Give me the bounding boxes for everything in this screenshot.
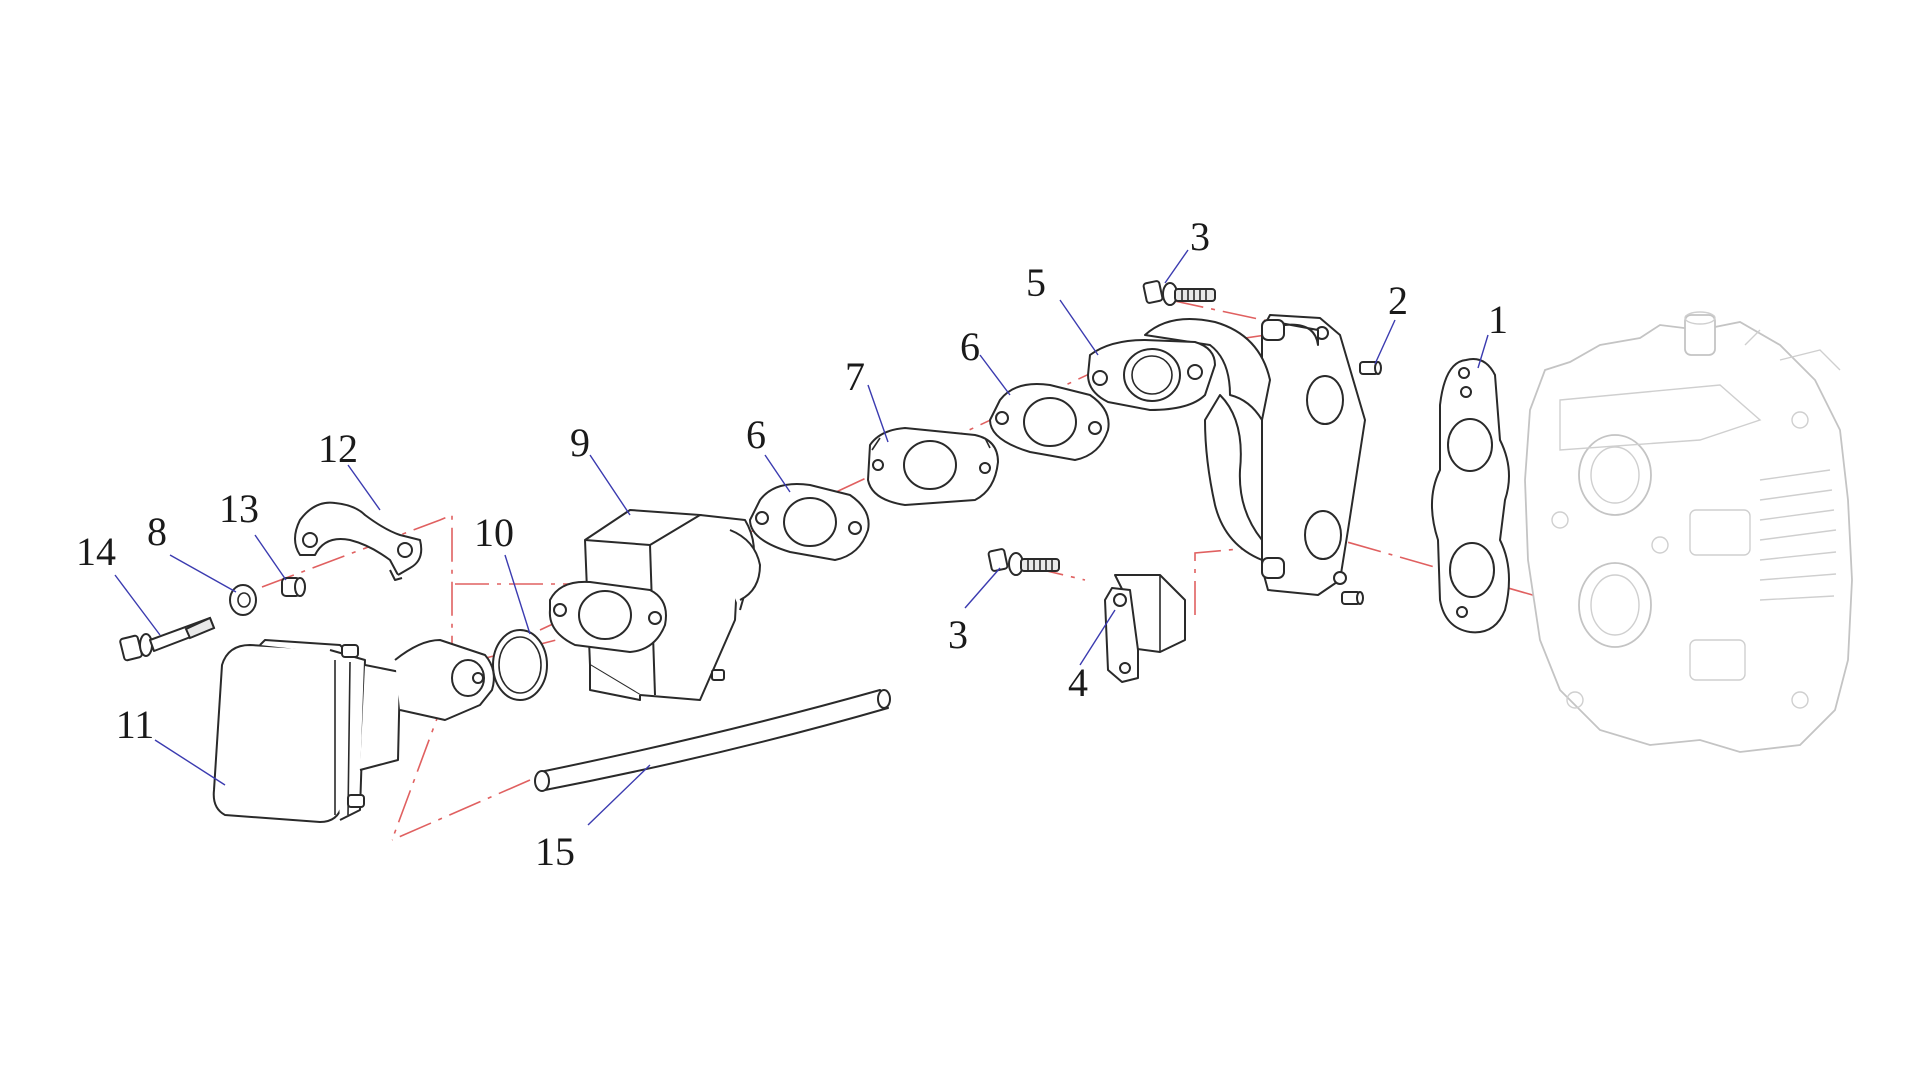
part-5-exhaust-manifold <box>1087 314 1366 596</box>
callout-2: 2 <box>1388 278 1408 323</box>
callout-10: 10 <box>474 510 514 555</box>
part-1-gasket <box>1430 358 1510 634</box>
part-13-spacer <box>281 577 306 597</box>
callout-15: 15 <box>535 829 575 874</box>
callout-labels: 1 2 3 3 4 5 6 6 7 8 9 10 11 12 13 14 15 <box>76 214 1508 874</box>
cylinder-head-context <box>1524 311 1853 753</box>
part-14-long-bolt <box>119 616 216 662</box>
part-15-hose <box>534 689 891 792</box>
callout-3-lower: 3 <box>948 612 968 657</box>
part-2-dowel-pins <box>1341 361 1382 605</box>
callout-1: 1 <box>1488 297 1508 342</box>
part-9-valve-body <box>548 509 761 701</box>
part-6-flange-gasket-right <box>989 383 1110 461</box>
part-12-clamp <box>294 501 423 581</box>
callout-7: 7 <box>845 354 865 399</box>
part-11-actuator <box>212 639 495 823</box>
part-6-flange-gasket-left <box>749 483 870 561</box>
part-8-washer <box>229 584 257 616</box>
callout-4: 4 <box>1068 660 1088 705</box>
leader-lines <box>114 249 1489 826</box>
part-3-flange-bolt-lower <box>987 548 1060 576</box>
callout-6-right: 6 <box>960 324 980 369</box>
callout-8: 8 <box>147 509 167 554</box>
callout-5: 5 <box>1026 260 1046 305</box>
callout-12: 12 <box>318 426 358 471</box>
callout-6-left: 6 <box>746 412 766 457</box>
part-4-bracket <box>1104 574 1186 683</box>
callout-13: 13 <box>219 486 259 531</box>
part-3-flange-bolt-upper <box>1142 280 1216 306</box>
part-7-flange-plate <box>867 427 999 506</box>
callout-9: 9 <box>570 420 590 465</box>
callout-14: 14 <box>76 529 116 574</box>
callout-11: 11 <box>116 702 155 747</box>
assembly-axes <box>261 299 1551 841</box>
part-10-o-ring <box>492 629 548 701</box>
callout-3-upper: 3 <box>1190 214 1210 259</box>
